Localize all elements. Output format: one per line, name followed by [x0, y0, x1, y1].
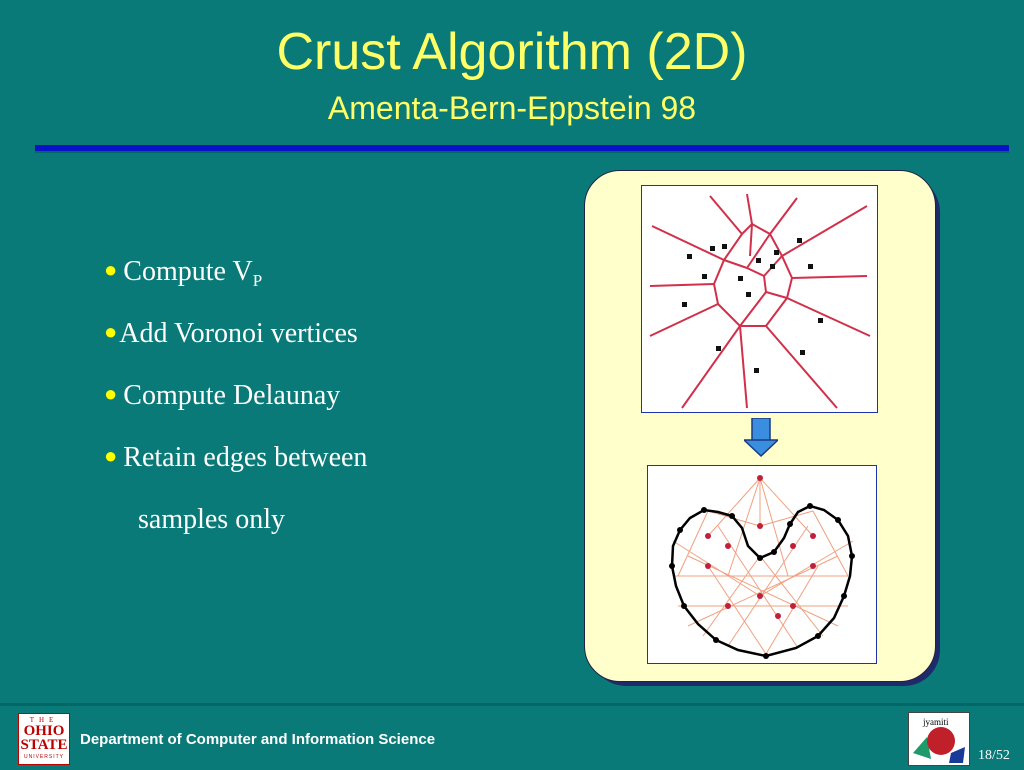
- osu-logo-university: UNIVERSITY: [23, 754, 64, 760]
- bullet-text: samples only: [138, 504, 285, 535]
- bullet-continuation: samples only: [138, 504, 285, 536]
- title-divider: [35, 145, 1009, 151]
- page-number: 18/52: [978, 748, 1010, 763]
- bullet-item: ●Compute Delaunay: [104, 380, 340, 412]
- jyamiti-logo-text: jyamiti: [922, 717, 949, 727]
- bullet-text: Compute V: [123, 256, 253, 287]
- footer-divider: [0, 703, 1024, 706]
- slide-title: Crust Algorithm (2D): [276, 23, 748, 81]
- bullet-text: Retain edges between: [123, 442, 368, 473]
- voronoi-diagram-drawing: [649, 193, 871, 409]
- osu-logo-ohio: OHIO: [23, 723, 65, 739]
- bullet-item: ●Retain edges between: [104, 442, 367, 474]
- bullet-dot-icon: ●: [104, 381, 118, 406]
- crust-figure: [647, 465, 877, 664]
- osu-logo-the: THE: [29, 716, 59, 724]
- voronoi-figure: [641, 185, 878, 413]
- jyamiti-logo-graphic: jyamiti: [913, 717, 965, 763]
- bullet-dot-icon: ●: [104, 319, 118, 344]
- osu-logo-state: STATE: [20, 737, 68, 753]
- bullet-item: ●Compute VP: [104, 256, 263, 290]
- slide-subtitle: Amenta-Bern-Eppstein 98: [327, 90, 697, 126]
- bullet-text: Compute Delaunay: [123, 380, 341, 411]
- department-name: Department of Computer and Information S…: [80, 731, 436, 748]
- bullet-item: ●Add Voronoi vertices: [104, 318, 358, 350]
- bullet-subscript: P: [252, 271, 263, 290]
- bullet-dot-icon: ●: [104, 257, 118, 282]
- bullet-dot-icon: ●: [104, 443, 118, 468]
- crust-diagram-drawing: [669, 475, 855, 659]
- bullet-text: Add Voronoi vertices: [119, 318, 358, 349]
- jyamiti-logo: jyamiti: [908, 712, 970, 766]
- down-arrow-icon: [744, 418, 778, 458]
